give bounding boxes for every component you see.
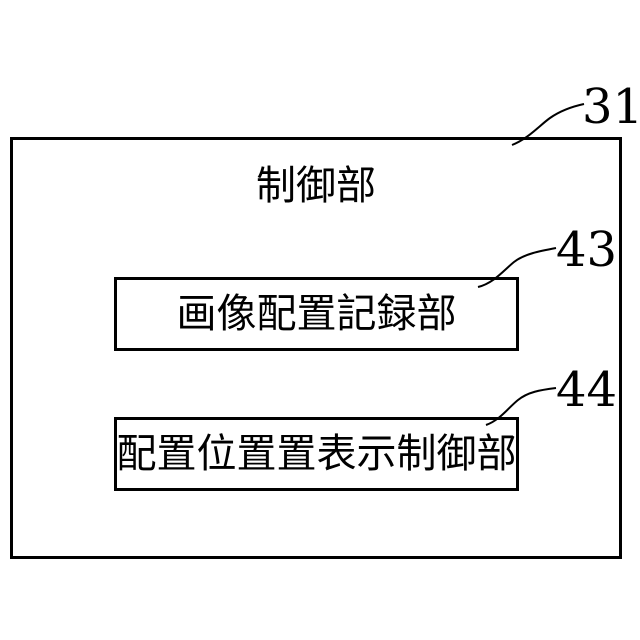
reference-numeral-31: 31: [582, 83, 640, 131]
layout-position-display-control-label: 配置位置置表示制御部: [114, 434, 519, 474]
reference-numeral-43: 43: [556, 226, 617, 274]
reference-numeral-44: 44: [556, 366, 617, 414]
image-layout-record-label: 画像配置記録部: [114, 294, 519, 334]
control-unit-label: 制御部: [10, 166, 622, 206]
